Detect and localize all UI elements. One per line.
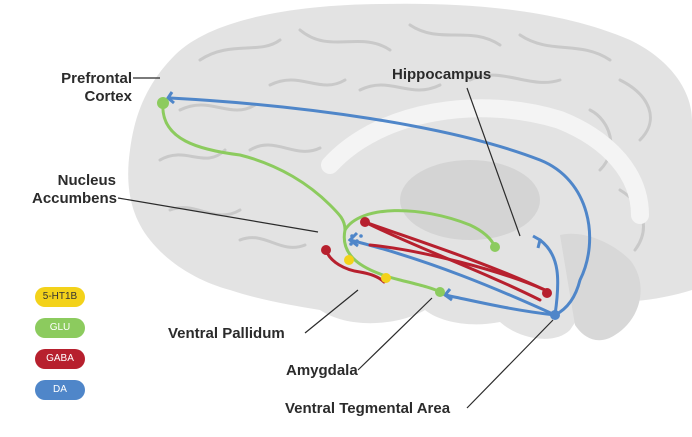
da-arrowhead bbox=[347, 231, 359, 248]
legend-item-5ht1b: 5-HT1B bbox=[35, 287, 85, 307]
brain-fold bbox=[408, 23, 502, 47]
brain-fold bbox=[248, 143, 322, 153]
brain-fold bbox=[298, 28, 392, 52]
label-prefrontal-line2: Cortex bbox=[84, 88, 132, 105]
label-amygdala: Amygdala bbox=[286, 362, 358, 379]
brain-fold bbox=[588, 108, 613, 172]
gaba-dot-vta bbox=[542, 288, 552, 298]
brain-fold bbox=[268, 78, 347, 87]
da-arrowhead bbox=[166, 91, 175, 105]
label-accumbens-line2: Accumbens bbox=[32, 190, 118, 207]
brain-fold bbox=[158, 148, 227, 162]
da-pathway-amygdala bbox=[443, 293, 557, 317]
da-pathway-accumbens bbox=[348, 238, 557, 317]
legend-item-gaba: GABA bbox=[35, 349, 85, 369]
brain-fold bbox=[238, 236, 307, 249]
leader-line-hippocampus bbox=[466, 87, 521, 237]
brain-fold bbox=[618, 78, 652, 142]
brain-fold bbox=[358, 83, 442, 92]
da-arrowhead bbox=[442, 288, 453, 302]
thalamus bbox=[400, 160, 540, 240]
gaba-dot-pallidum bbox=[321, 245, 331, 255]
da-pathway-prefrontal bbox=[168, 96, 592, 317]
glu-pathway-amygdala bbox=[342, 228, 442, 294]
ht1b-dot bbox=[381, 273, 391, 283]
glu-pathway-prefrontal bbox=[161, 101, 347, 232]
brain-fold bbox=[468, 73, 562, 84]
leader-line-vta bbox=[466, 319, 554, 409]
gaba-dot-accumbens bbox=[360, 217, 370, 227]
gaba-pathway-pallidum bbox=[324, 248, 386, 284]
label-ventral-tegmental-area: Ventral Tegmental Area bbox=[285, 400, 451, 417]
ht1b-dot bbox=[344, 255, 354, 265]
brain-fold bbox=[518, 33, 612, 62]
label-prefrontal-line1: Prefrontal bbox=[61, 70, 132, 87]
da-pathway-hippocampus bbox=[538, 238, 560, 317]
da-release-dot bbox=[349, 242, 353, 246]
da-release-dot bbox=[350, 234, 354, 238]
da-release-dot bbox=[359, 234, 363, 238]
da-origin-dot bbox=[550, 310, 560, 320]
leader-line-accumbens bbox=[117, 197, 319, 233]
label-accumbens-line1: Nucleus bbox=[57, 172, 116, 189]
brainstem bbox=[560, 233, 641, 341]
glu-dot-hippocampus bbox=[490, 242, 500, 252]
leader-line-amygdala bbox=[357, 297, 433, 371]
leader-line-pallidum bbox=[304, 289, 359, 334]
glu-pathway-hippocampus bbox=[343, 209, 497, 249]
da-arrowhead bbox=[532, 234, 542, 249]
label-hippocampus: Hippocampus bbox=[392, 66, 492, 83]
legend-item-da: DA bbox=[35, 380, 85, 400]
label-prefrontal-cortex: Prefrontal Cortex bbox=[52, 70, 132, 106]
glu-dot-prefrontal bbox=[157, 97, 169, 109]
legend-item-glu: GLU bbox=[35, 318, 85, 338]
label-nucleus-accumbens: Nucleus Accumbens bbox=[32, 172, 118, 208]
label-ventral-pallidum: Ventral Pallidum bbox=[168, 325, 285, 342]
gaba-pathway-3 bbox=[368, 243, 547, 292]
corpus-callosum bbox=[321, 99, 649, 224]
da-release-dot bbox=[355, 239, 359, 243]
brain-fold bbox=[178, 103, 257, 112]
brain-fold bbox=[198, 38, 282, 62]
glu-dot-amygdala bbox=[435, 287, 445, 297]
